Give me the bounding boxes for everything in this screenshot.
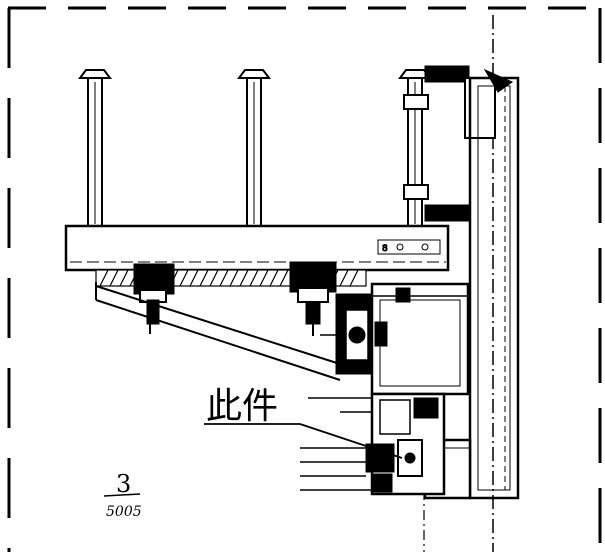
bolt-1 xyxy=(133,263,175,334)
bolt-assemblies xyxy=(133,261,337,336)
profile-guide-lines xyxy=(308,397,372,413)
sheet-reference: 5005 xyxy=(106,504,142,520)
lower-profile xyxy=(300,392,446,496)
svg-text:8: 8 xyxy=(382,244,388,254)
horizontal-beam: 8 xyxy=(64,224,450,272)
connection-assembly xyxy=(320,282,470,396)
detail-number: 3 xyxy=(116,470,131,498)
hanger-rod-3 xyxy=(398,69,432,227)
hanger-rod-2 xyxy=(237,69,271,227)
diagonal-brace xyxy=(95,282,341,381)
hanger-rod-1 xyxy=(78,69,112,227)
callout-label: 此件 xyxy=(206,386,278,427)
drawing-border xyxy=(7,6,602,552)
bolt-2 xyxy=(289,261,337,336)
callout-leader xyxy=(204,423,403,459)
hanger-rods xyxy=(78,69,432,227)
detail-reference: 3 5005 xyxy=(103,470,142,520)
